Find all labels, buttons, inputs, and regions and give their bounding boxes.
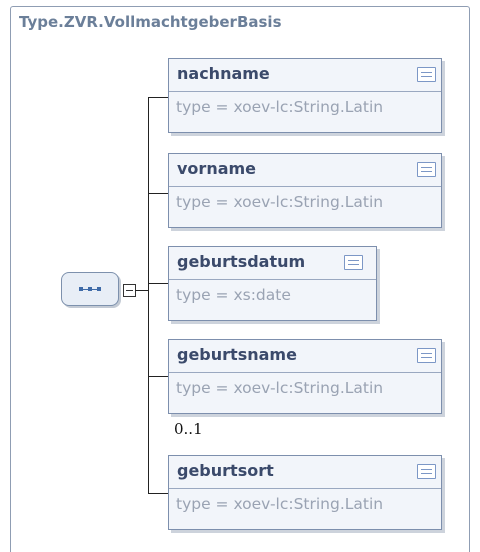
connector-branch	[148, 376, 168, 377]
documentation-icon[interactable]	[417, 67, 436, 82]
element-name: geburtsort	[177, 461, 274, 480]
connector-branch	[148, 493, 168, 494]
documentation-icon[interactable]	[344, 255, 363, 270]
connector-branch	[148, 97, 168, 98]
sequence-compositor-icon	[79, 287, 101, 291]
element-type: type = xoev-lc:String.Latin	[176, 379, 384, 397]
element-name: geburtsdatum	[177, 252, 306, 271]
element-geburtsname[interactable]: geburtsname type = xoev-lc:String.Latin	[168, 339, 442, 414]
connector-trunk	[148, 97, 149, 493]
element-type: type = xs:date	[176, 286, 291, 304]
element-name: nachname	[177, 64, 270, 83]
connector-stub	[135, 290, 148, 291]
sequence-compositor[interactable]	[61, 272, 119, 306]
element-nachname[interactable]: nachname type = xoev-lc:String.Latin	[168, 58, 442, 133]
element-geburtsort[interactable]: geburtsort type = xoev-lc:String.Latin	[168, 455, 442, 530]
element-type: type = xoev-lc:String.Latin	[176, 495, 384, 513]
connector-branch	[148, 193, 168, 194]
documentation-icon[interactable]	[417, 348, 436, 363]
documentation-icon[interactable]	[417, 162, 436, 177]
element-type: type = xoev-lc:String.Latin	[176, 193, 384, 211]
element-name: geburtsname	[177, 345, 297, 364]
element-vorname[interactable]: vorname type = xoev-lc:String.Latin	[168, 153, 442, 228]
element-geburtsdatum[interactable]: geburtsdatum type = xs:date	[168, 246, 377, 321]
type-title: Type.ZVR.VollmachtgeberBasis	[19, 13, 282, 31]
documentation-icon[interactable]	[417, 464, 436, 479]
element-type: type = xoev-lc:String.Latin	[176, 98, 384, 116]
element-name: vorname	[177, 159, 257, 178]
connector-branch	[148, 283, 168, 284]
multiplicity-label: 0..1	[174, 420, 203, 438]
